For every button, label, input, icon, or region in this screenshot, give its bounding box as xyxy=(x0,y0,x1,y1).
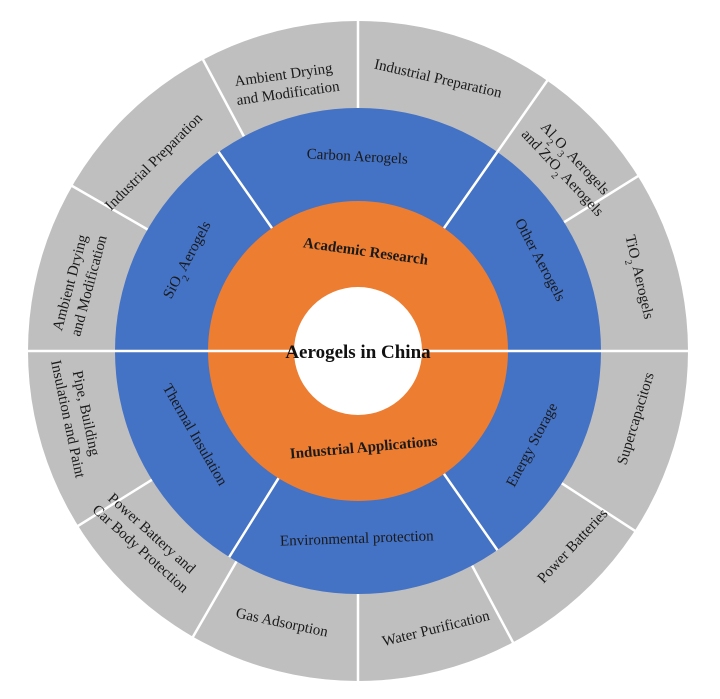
outer-divider-0 xyxy=(69,183,149,231)
outer-divider-5 xyxy=(561,482,638,533)
outer-divider-3 xyxy=(496,78,550,153)
outer-divider-6 xyxy=(470,565,516,645)
outer-divider-8 xyxy=(190,560,238,640)
center-circle xyxy=(294,287,422,415)
outer-divider-4 xyxy=(563,174,641,224)
carbon-aerogels-label: Carbon Aerogels xyxy=(306,146,408,167)
center-title: Aerogels in China xyxy=(285,342,431,363)
environmental-protection-label: Environmental protection xyxy=(280,528,435,549)
middle-divider-2 xyxy=(442,473,499,551)
middle-divider-3 xyxy=(228,477,280,558)
middle-divider-1 xyxy=(442,151,499,229)
outer-divider-9 xyxy=(75,478,153,528)
ring-dividers xyxy=(26,19,690,683)
outer-divider-1 xyxy=(200,57,246,137)
middle-divider-0 xyxy=(217,151,274,229)
